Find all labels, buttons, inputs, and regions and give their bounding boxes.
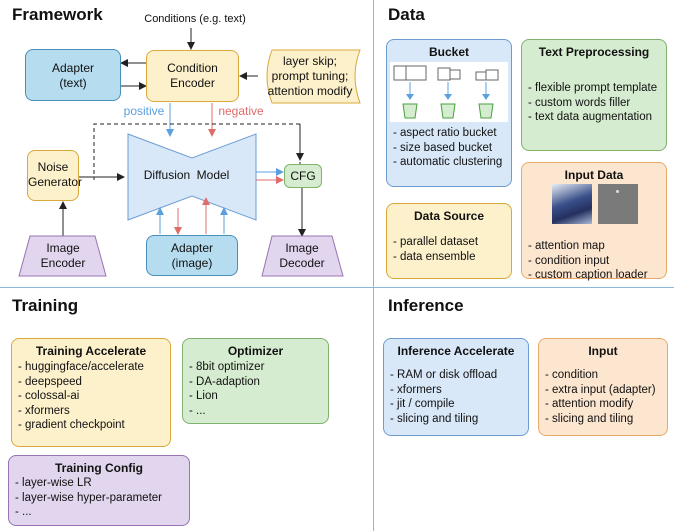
training-config-box: Training Config - layer-wise LR- layer-w… xyxy=(8,455,190,526)
input-data-title: Input Data xyxy=(564,168,624,182)
inference-input-box: Input - condition- extra input (adapter)… xyxy=(538,338,668,436)
input-data-box: Input Data - attention map- condition in… xyxy=(521,162,667,281)
diffusion-label: Diffusion xyxy=(143,168,191,182)
text-preprocessing-title: Text Preprocessing xyxy=(538,45,650,59)
adapter-image-box: Adapter(image) xyxy=(146,235,238,276)
inference-accelerate-box: Inference Accelerate - RAM or disk offlo… xyxy=(383,338,529,436)
bucket-title: Bucket xyxy=(428,45,469,59)
adapter-text-box: Adapter(text) xyxy=(25,49,121,101)
inference-title: Inference xyxy=(388,296,464,315)
optimizer-title: Optimizer xyxy=(227,344,284,358)
training-config-title: Training Config xyxy=(55,461,143,475)
image-encoder-shape xyxy=(18,235,107,277)
training-title: Training xyxy=(12,296,79,315)
diffusion-model-shape xyxy=(127,133,257,221)
framework-diagram xyxy=(18,28,361,277)
bucket-box: Bucket - aspect ratio bucket- size based… xyxy=(386,39,512,187)
inference-input-title: Input xyxy=(588,344,618,358)
input-data-images xyxy=(552,184,640,224)
layer-skip-text: layer skip;prompt tuning;attention modif… xyxy=(267,54,353,98)
cfg-box: CFG xyxy=(284,164,322,188)
bucket-illustration xyxy=(390,62,508,122)
conditions-label: Conditions (e.g. text) xyxy=(144,13,246,25)
negative-label: negative xyxy=(218,104,264,118)
vertical-divider xyxy=(373,0,374,531)
framework-title: Framework xyxy=(12,5,103,24)
model-label: Model xyxy=(196,168,230,182)
inference-accelerate-title: Inference Accelerate xyxy=(397,344,515,358)
optimizer-box: Optimizer - 8bit optimizer- DA-adaption-… xyxy=(182,338,329,424)
data-title: Data xyxy=(388,5,425,24)
horizontal-divider xyxy=(0,287,674,288)
training-accelerate-box: Training Accelerate - huggingface/accele… xyxy=(11,338,171,447)
layer-skip-shape xyxy=(266,49,361,104)
attention-map-image xyxy=(598,184,638,224)
anime-character-image xyxy=(552,184,592,224)
training-accelerate-title: Training Accelerate xyxy=(35,344,147,358)
positive-label: positive xyxy=(123,104,165,118)
data-source-title: Data Source xyxy=(413,209,485,223)
text-preprocessing-box: Text Preprocessing - flexible prompt tem… xyxy=(521,39,667,151)
image-decoder-shape xyxy=(261,235,344,277)
data-source-box: Data Source - parallel dataset- data ens… xyxy=(386,203,512,279)
